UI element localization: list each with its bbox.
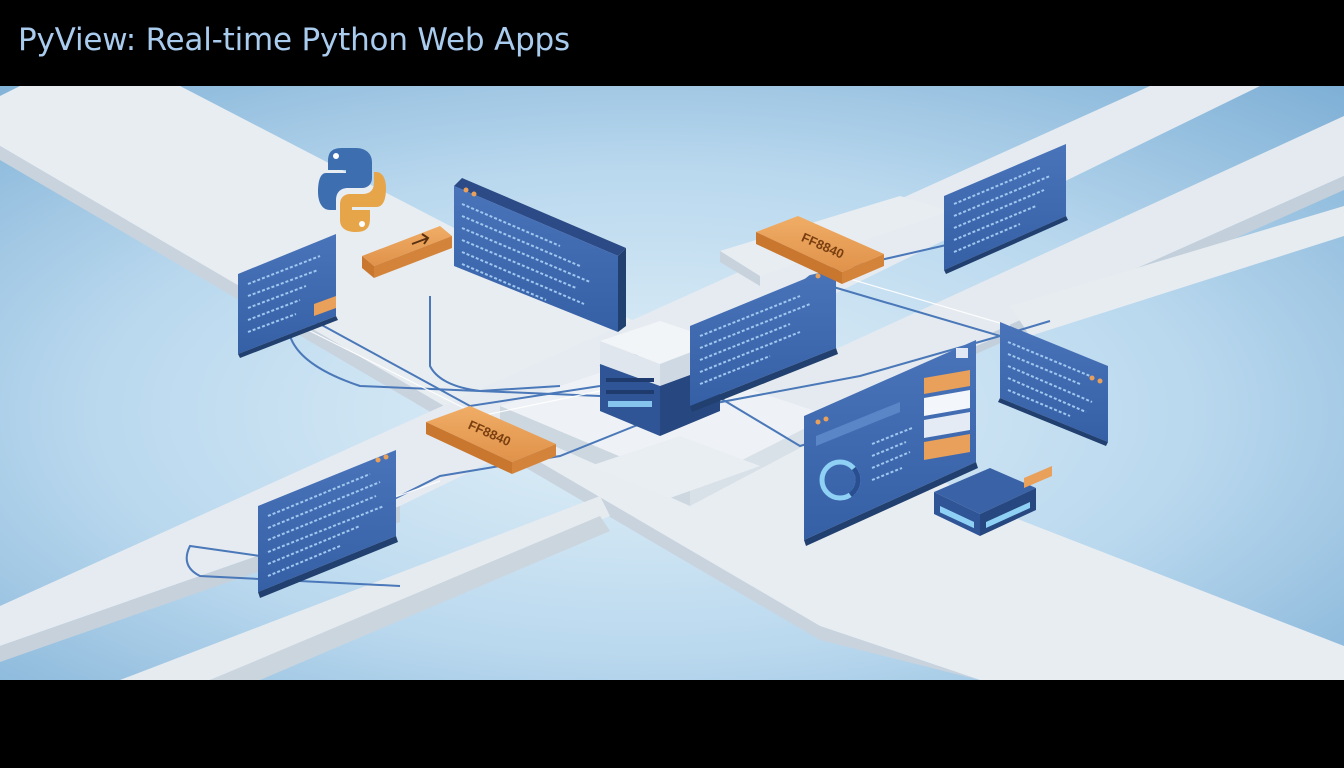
- track-upper-right: [690, 116, 1344, 436]
- illustration-canvas: FF8840 FF8840: [0, 86, 1344, 680]
- code-panel-left: [238, 234, 338, 358]
- bottom-bar: [0, 680, 1344, 768]
- page-title: PyView: Real-time Python Web Apps: [18, 22, 570, 58]
- python-logo-icon: [318, 148, 386, 232]
- arrow-tile: [362, 226, 452, 278]
- code-panel-lower-left: [258, 450, 398, 598]
- architecture-illustration: FF8840 FF8840: [0, 86, 1344, 680]
- badge-bottom: FF8840: [426, 406, 556, 474]
- track-lower-left: [120, 496, 610, 680]
- server-box: [934, 466, 1052, 536]
- code-panel-upper: [454, 178, 626, 332]
- track-mid-stub: [860, 316, 1000, 378]
- track-lower-left-shadow: [210, 516, 610, 680]
- arrow-right-icon: [411, 233, 430, 245]
- track-right-small: [1010, 206, 1344, 336]
- code-panel-top-right: [944, 144, 1068, 274]
- code-panel-right: [998, 322, 1108, 446]
- window-control-icon: [956, 348, 968, 358]
- server-flag-icon: [1024, 466, 1052, 488]
- badge-top: FF8840: [756, 216, 884, 284]
- dashboard-panel: [804, 340, 978, 546]
- title-bar: PyView: Real-time Python Web Apps: [0, 0, 1344, 86]
- code-panel-center: [690, 266, 838, 412]
